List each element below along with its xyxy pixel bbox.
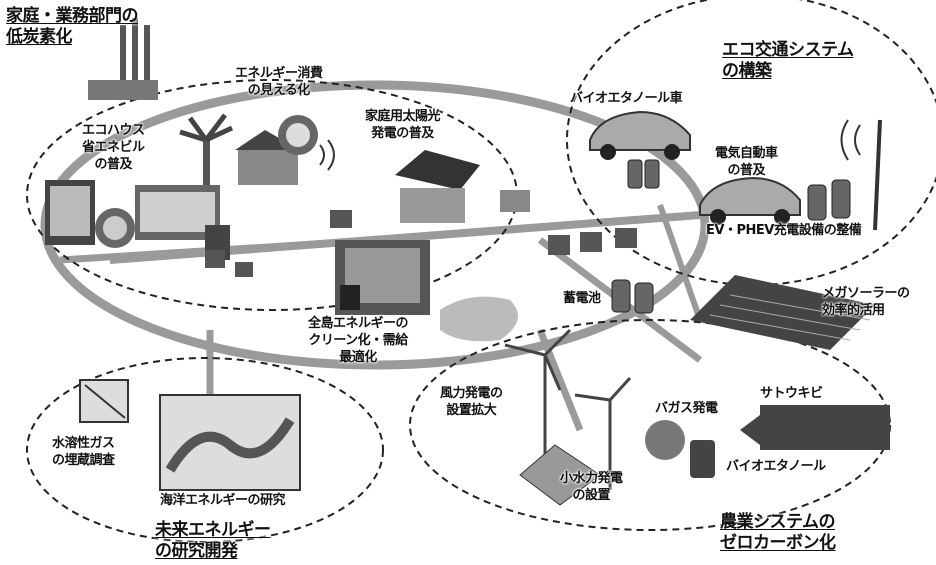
heading-agriculture-line2: ゼロカーボン化 <box>720 533 836 553</box>
heading-eco-transport-line1: エコ交通システム <box>722 40 854 60</box>
label-wind-power-line1: 風力発電の <box>440 386 503 401</box>
heading-agriculture: 農業システムの ゼロカーボン化 <box>720 512 836 554</box>
heading-household-line2: 低炭素化 <box>6 27 73 47</box>
label-eco-house-line2: 省エネビル <box>82 140 145 155</box>
palm-tree-icon <box>179 113 234 185</box>
ocean-map-icon <box>159 394 301 491</box>
label-eco-house: エコハウス 省エネビル の普及 <box>82 122 145 173</box>
battery-icon <box>611 159 851 314</box>
gas-survey-icon <box>79 379 129 423</box>
label-energy-visual: エネルギー消費 の見える化 <box>235 65 323 99</box>
label-gas-line2: の埋蔵調査 <box>52 453 115 468</box>
label-solar-home: 家庭用太陽光 発電の普及 <box>365 108 441 142</box>
heading-eco-transport-line2: の構築 <box>722 61 772 81</box>
label-small-hydro: 小水力発電 の設置 <box>560 470 623 504</box>
label-energy-visual-line2: の見える化 <box>247 83 311 98</box>
heading-future-energy-line1: 未来エネルギー <box>155 520 271 540</box>
label-ocean: 海洋エネルギーの研究 <box>160 493 286 508</box>
label-bagasse: バガス発電 <box>655 401 718 416</box>
grid-node-icon <box>205 190 637 277</box>
label-mega-solar: メガソーラーの 効率的活用 <box>822 285 910 319</box>
mega-solar-icon <box>690 275 875 350</box>
label-ev-spread: 電気自動車 の普及 <box>715 145 778 179</box>
bagasse-plant-icon <box>645 420 715 478</box>
label-solar-home-line1: 家庭用太陽光 <box>365 109 441 124</box>
heading-household-line1: 家庭・業務部門の <box>6 6 139 26</box>
factory-icon <box>88 18 158 100</box>
label-wind-power-line2: 設置拡大 <box>446 403 497 418</box>
label-ev-spread-line1: 電気自動車 <box>715 146 778 161</box>
network-line <box>536 328 584 432</box>
solar-house-icon <box>395 150 480 223</box>
label-bioethanol-car: バイオエタノール車 <box>570 91 683 106</box>
label-sugarcane: サトウキビ <box>760 386 823 401</box>
smart-house-icon <box>235 115 335 185</box>
heading-eco-transport: エコ交通システム の構築 <box>722 40 854 82</box>
label-bioethanol: バイオエタノール <box>726 459 826 474</box>
label-island-energy: 全島エネルギーの クリーン化・需給 最適化 <box>308 315 409 366</box>
terrain-icon <box>440 296 518 342</box>
region-future-energy <box>26 357 384 543</box>
wind-turbine-icon <box>504 328 632 490</box>
label-gas: 水溶性ガス の埋蔵調査 <box>52 435 115 469</box>
label-gas-line1: 水溶性ガス <box>52 436 115 451</box>
heading-future-energy: 未来エネルギー の研究開発 <box>155 520 271 562</box>
label-small-hydro-line1: 小水力発電 <box>560 471 623 486</box>
label-ev-spread-line2: の普及 <box>727 163 766 178</box>
label-battery: 蓄電池 <box>563 291 601 306</box>
control-center-icon <box>335 240 430 315</box>
small-hydro-icon <box>519 444 601 506</box>
label-ev-charger: EV・PHEV充電設備の整備 <box>706 223 862 238</box>
heading-agriculture-line1: 農業システムの <box>720 512 835 532</box>
label-wind-power: 風力発電の 設置拡大 <box>440 385 503 419</box>
heading-household: 家庭・業務部門の 低炭素化 <box>6 6 139 48</box>
label-energy-visual-line1: エネルギー消費 <box>235 66 323 81</box>
car-icon <box>589 110 801 225</box>
label-eco-house-line1: エコハウス <box>82 123 145 138</box>
sugarcane-field-icon <box>740 405 890 450</box>
antenna-icon <box>840 119 882 231</box>
heading-future-energy-line2: の研究開発 <box>155 541 238 561</box>
office-building-icon <box>45 180 135 248</box>
label-island-energy-line1: 全島エネルギーの <box>308 316 409 331</box>
network-line <box>657 204 703 321</box>
label-mega-solar-line1: メガソーラーの <box>822 286 910 301</box>
label-island-energy-line2: クリーン化・需給 <box>308 333 408 348</box>
label-mega-solar-line2: 効率的活用 <box>822 303 885 318</box>
label-solar-home-line2: 発電の普及 <box>371 126 434 141</box>
label-eco-house-line3: の普及 <box>94 157 133 172</box>
eco-building-icon <box>135 185 230 260</box>
label-small-hydro-line2: の設置 <box>572 488 611 503</box>
label-island-energy-line3: 最適化 <box>339 350 377 365</box>
